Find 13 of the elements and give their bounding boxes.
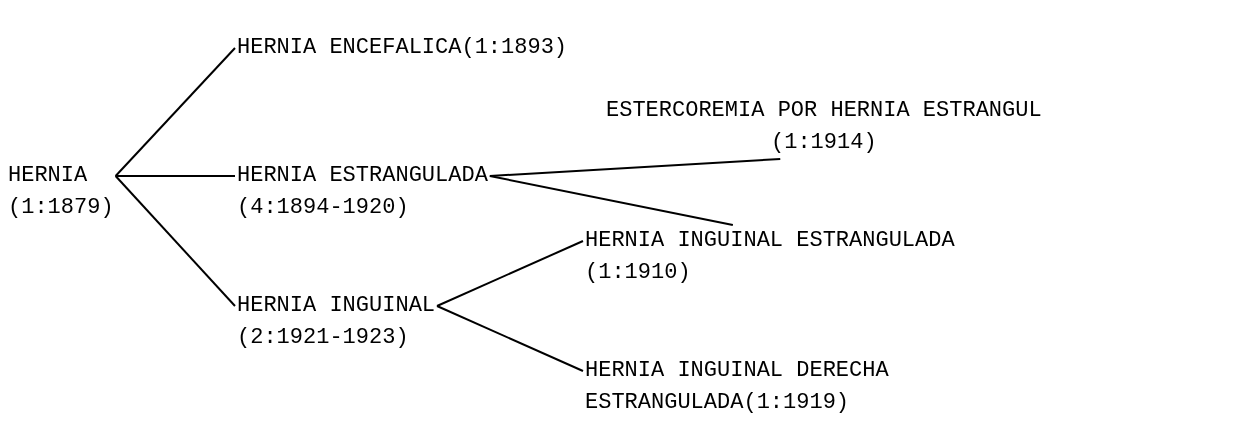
term-label: HERNIA (1:1879) (8, 162, 114, 222)
connector-line (114, 175, 236, 307)
connector-line (488, 175, 734, 226)
connector-line (114, 175, 236, 177)
connector-line (114, 47, 236, 177)
term-label: ESTERCOREMIA POR HERNIA ESTRANGUL (1:1914) (606, 97, 1042, 157)
term-label: HERNIA ESTRANGULADA (4:1894-1920) (237, 162, 488, 222)
connector-line (436, 305, 584, 372)
term-label: HERNIA ENCEFALICA(1:1893) (237, 34, 568, 62)
term-label: HERNIA INGUINAL DERECHA ESTRANGULADA(1:1919) (585, 357, 889, 417)
term-label: HERNIA INGUINAL (2:1921-1923) (237, 292, 436, 352)
connector-line (436, 240, 584, 307)
term-label: HERNIA INGUINAL ESTRANGULADA (1:1910) (585, 227, 955, 287)
